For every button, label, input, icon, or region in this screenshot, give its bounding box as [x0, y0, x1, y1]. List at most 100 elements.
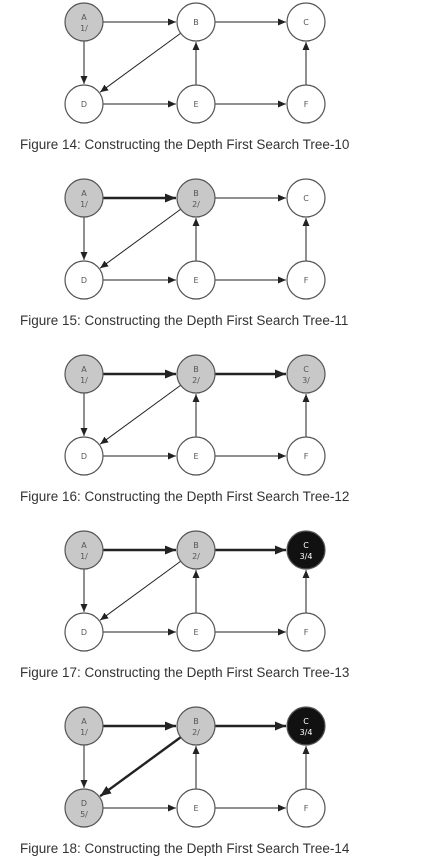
node-label: F — [304, 804, 309, 813]
node-circle — [286, 84, 326, 124]
node-label: A — [81, 13, 87, 22]
node-label: F — [304, 100, 309, 109]
node-circle — [176, 354, 216, 394]
node-time: 1/ — [80, 728, 88, 737]
node-label: A — [81, 365, 87, 374]
node-d: D — [64, 260, 104, 300]
node-label: E — [193, 452, 198, 461]
node-circle — [176, 530, 216, 570]
dfs-graph: A1/B2/C3/4D E F — [64, 530, 326, 652]
node-b: B — [176, 2, 216, 42]
node-label: B — [193, 717, 199, 726]
node-c: C3/4 — [286, 530, 326, 570]
node-d: D — [64, 612, 104, 652]
node-circle — [176, 612, 216, 652]
node-circle — [64, 612, 104, 652]
node-label: B — [193, 18, 199, 27]
node-circle — [64, 436, 104, 476]
node-c: C 3/ — [286, 354, 326, 394]
node-time: 5/ — [80, 810, 88, 819]
node-label: D — [81, 100, 87, 109]
node-time: 2/ — [192, 728, 200, 737]
node-label: C — [303, 365, 309, 374]
node-b: B 2/ — [176, 354, 216, 394]
node-b: B2/ — [176, 178, 216, 218]
node-circle — [286, 706, 326, 746]
node-circle — [286, 178, 326, 218]
node-b: B 2/ — [176, 706, 216, 746]
node-circle — [64, 788, 104, 828]
node-label: F — [304, 452, 309, 461]
node-circle — [64, 530, 104, 570]
node-c: C 3/4 — [286, 706, 326, 746]
node-label: C — [303, 717, 309, 726]
node-d: D — [64, 436, 104, 476]
dfs-graph: A 1/B 2/C 3/4D 5/E F — [64, 706, 326, 828]
node-f: F — [286, 788, 326, 828]
figure-caption: Figure 14: Constructing the Depth First … — [20, 137, 350, 152]
node-time: 2/ — [192, 376, 200, 385]
node-circle — [176, 788, 216, 828]
node-time: 1/ — [80, 200, 88, 209]
node-d: D 5/ — [64, 788, 104, 828]
node-time: 3/ — [302, 376, 310, 385]
node-a: A1/ — [64, 530, 104, 570]
node-label: D — [81, 276, 87, 285]
edge-b-d — [99, 384, 181, 445]
node-b: B2/ — [176, 530, 216, 570]
node-a: A1/ — [64, 354, 104, 394]
node-time: 2/ — [192, 200, 200, 209]
node-e: E — [176, 436, 216, 476]
node-circle — [64, 354, 104, 394]
node-f: F — [286, 260, 326, 300]
node-f: F — [286, 612, 326, 652]
node-time: 1/ — [80, 24, 88, 33]
node-label: C — [303, 541, 309, 550]
node-d: D — [64, 84, 104, 124]
edge-b-d — [99, 208, 181, 269]
node-circle — [286, 612, 326, 652]
node-label: A — [81, 541, 87, 550]
figure-caption: Figure 16: Constructing the Depth First … — [20, 489, 350, 504]
edge-b-d-tree — [99, 736, 182, 798]
figure-caption: Figure 15: Constructing the Depth First … — [20, 313, 349, 328]
node-time: 3/4 — [300, 728, 313, 737]
node-circle — [286, 354, 326, 394]
node-circle — [176, 436, 216, 476]
node-circle — [286, 260, 326, 300]
node-label: F — [304, 628, 309, 637]
dfs-graph: A1/B 2/C 3/D E F — [64, 354, 326, 476]
node-circle — [64, 178, 104, 218]
node-e: E — [176, 788, 216, 828]
node-label: E — [193, 628, 198, 637]
node-circle — [286, 2, 326, 42]
edge-b-d — [99, 560, 181, 621]
node-a: A 1/ — [64, 2, 104, 42]
node-label: C — [303, 194, 309, 203]
node-label: C — [303, 18, 309, 27]
node-circle — [176, 706, 216, 746]
node-circle — [64, 706, 104, 746]
node-label: A — [81, 717, 87, 726]
node-label: E — [193, 276, 198, 285]
node-circle — [176, 260, 216, 300]
node-circle — [286, 436, 326, 476]
node-circle — [286, 788, 326, 828]
node-label: D — [81, 799, 87, 808]
figure-caption: Figure 18: Constructing the Depth First … — [20, 841, 350, 856]
node-label: B — [193, 541, 199, 550]
figure-caption: Figure 17: Constructing the Depth First … — [20, 665, 350, 680]
node-c: C — [286, 2, 326, 42]
node-f: F — [286, 436, 326, 476]
node-a: A1/ — [64, 178, 104, 218]
node-circle — [64, 84, 104, 124]
node-circle — [176, 84, 216, 124]
node-c: C — [286, 178, 326, 218]
node-label: B — [193, 365, 199, 374]
node-e: E — [176, 260, 216, 300]
